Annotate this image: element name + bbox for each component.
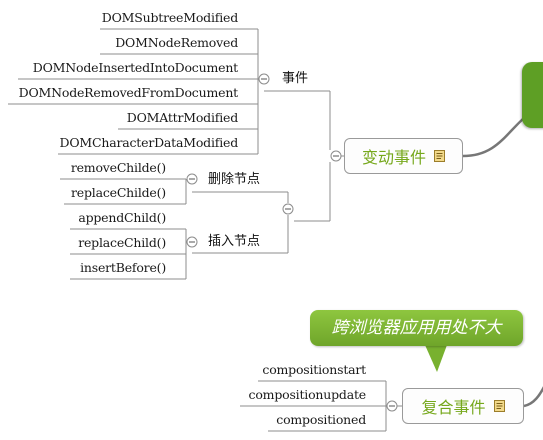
event-leaf[interactable]: DOMCharacterDataModified [59, 135, 239, 150]
insert-leaf[interactable]: replaceChild() [78, 235, 166, 250]
root-node[interactable] [522, 62, 543, 128]
delete-leaf[interactable]: replaceChilde() [71, 185, 166, 200]
composition-leaf[interactable]: compositionstart [262, 362, 366, 377]
note-icon [493, 400, 505, 412]
insert-leaf[interactable]: insertBefore() [80, 260, 166, 275]
callout-bubble[interactable]: 跨浏览器应用用处不大 [310, 310, 523, 346]
composition-event-topic[interactable]: 复合事件 [402, 388, 524, 424]
delete-nodes-label[interactable]: 删除节点 [208, 172, 261, 187]
insert-nodes-label[interactable]: 插入节点 [208, 234, 261, 249]
composition-leaf[interactable]: compositioned [276, 412, 366, 427]
event-branch-label[interactable]: 事件 [282, 71, 309, 86]
mutation-event-label: 变动事件 [361, 148, 426, 167]
note-icon [434, 150, 445, 162]
composition-leaf[interactable]: compositionupdate [248, 387, 367, 402]
event-leaf[interactable]: DOMNodeRemovedFromDocument [18, 85, 239, 100]
delete-leaf[interactable]: removeChilde() [70, 160, 166, 175]
mutation-event-topic[interactable]: 变动事件 [344, 138, 463, 174]
composition-event-label: 复合事件 [421, 398, 486, 417]
insert-leaf[interactable]: appendChild() [78, 210, 166, 225]
event-leaf[interactable]: DOMSubtreeModified [101, 10, 238, 25]
event-leaf[interactable]: DOMAttrModified [126, 110, 238, 125]
event-leaf[interactable]: DOMNodeInsertedIntoDocument [32, 60, 238, 75]
event-leaf[interactable]: DOMNodeRemoved [115, 35, 238, 50]
